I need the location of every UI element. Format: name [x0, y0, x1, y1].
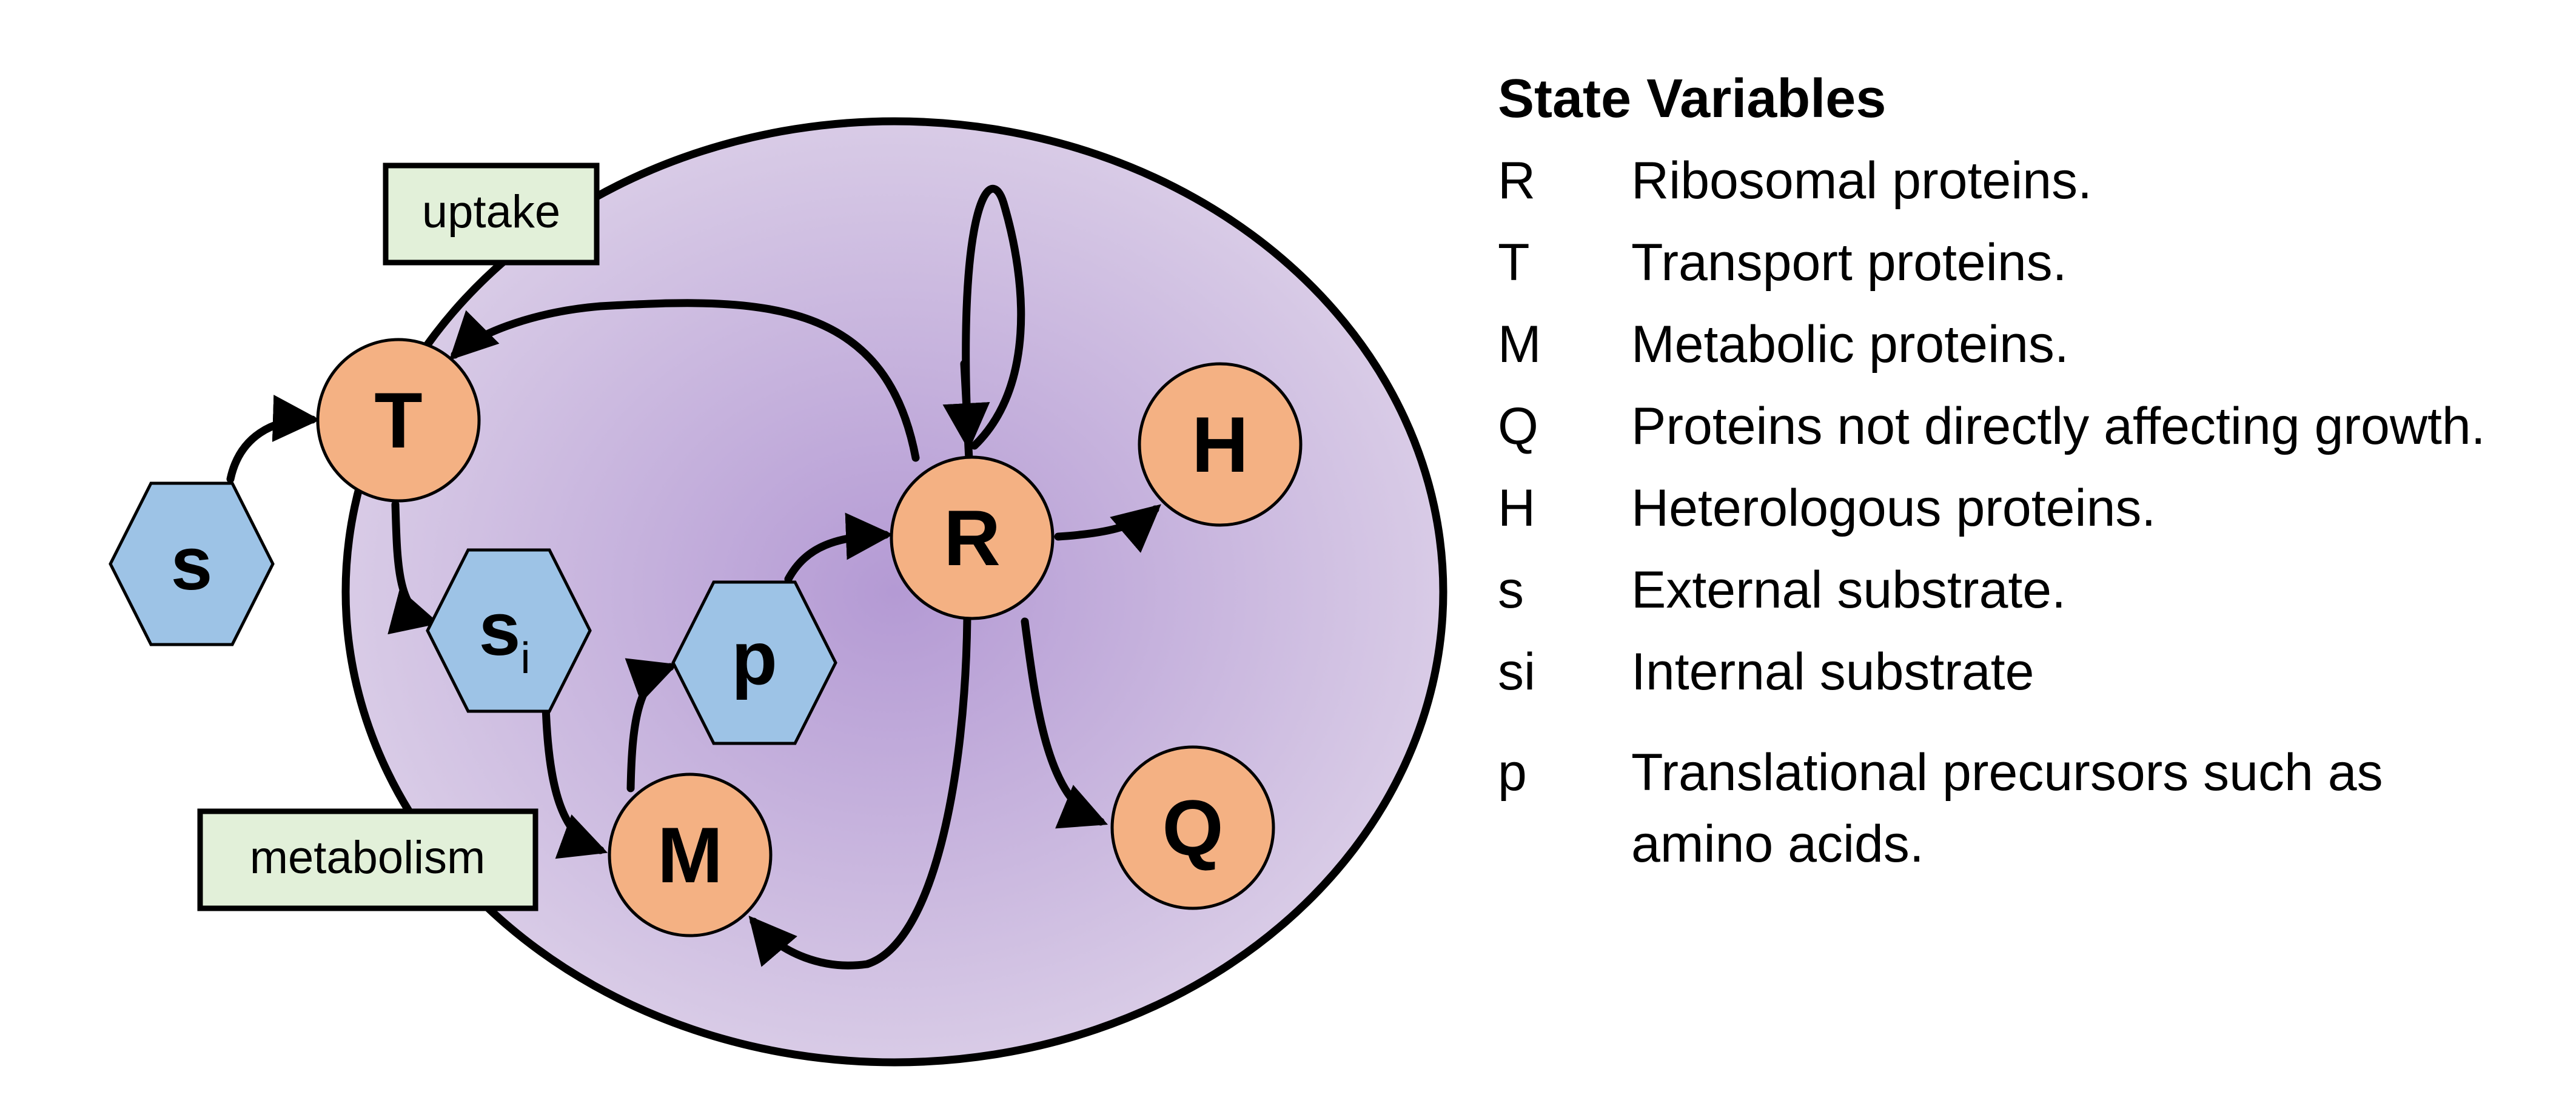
cell-diagram: uptake metabolism s si p T R H M Q	[109, 117, 1447, 1067]
node-p: p	[671, 580, 837, 745]
arrows	[226, 184, 1161, 970]
legend-key: M	[1498, 315, 1541, 374]
legend-key: Q	[1498, 397, 1538, 455]
node-H: H	[1138, 362, 1303, 527]
legend-desc: Transport proteins.	[1631, 233, 2067, 292]
svg-text:M: M	[657, 811, 723, 899]
arrow-s-to-T	[226, 395, 320, 483]
metabolism-box: metabolism	[197, 808, 538, 911]
node-si: si	[426, 548, 592, 713]
arrow-R-self-loop-head	[942, 360, 990, 451]
arrow-p-to-R	[784, 512, 893, 583]
legend-item-si: si Internal substrate	[1498, 636, 2529, 708]
metabolism-label: metabolism	[250, 832, 486, 883]
legend-item-H: H Heterologous proteins.	[1498, 472, 2529, 544]
legend-key: s	[1498, 561, 1524, 619]
svg-text:Q: Q	[1162, 783, 1223, 872]
legend-item-s: s External substrate.	[1498, 554, 2529, 626]
legend-desc: Translational precursors such as amino a…	[1631, 743, 2383, 873]
legend-item-M: M Metabolic proteins.	[1498, 309, 2529, 380]
legend-item-R: R Ribosomal proteins.	[1498, 145, 2529, 216]
node-s: s	[109, 481, 275, 646]
svg-text:s: s	[171, 522, 213, 606]
arrow-R-to-T	[449, 299, 920, 462]
node-si-label: si	[479, 588, 531, 683]
legend-desc: Proteins not directly affecting growth.	[1631, 397, 2486, 455]
legend-key: si	[1498, 643, 1536, 701]
legend-desc: Metabolic proteins.	[1631, 315, 2069, 374]
arrow-R-self-loop	[962, 184, 1025, 483]
legend-item-T: T Transport proteins.	[1498, 227, 2529, 298]
arrow-si-to-M	[542, 702, 608, 859]
legend-desc: Internal substrate	[1631, 643, 2034, 701]
legend-key: T	[1498, 233, 1530, 292]
node-Q: Q	[1110, 745, 1275, 910]
svg-text:H: H	[1192, 400, 1249, 489]
arrow-R-to-M	[748, 614, 971, 970]
legend-item-p: p Translational precursors such as amino…	[1498, 737, 2529, 880]
arrow-M-to-p	[625, 658, 678, 793]
legend-title: State Variables	[1498, 69, 1887, 129]
node-M: M	[608, 773, 773, 937]
legend-key: H	[1498, 479, 1536, 537]
svg-text:T: T	[374, 376, 422, 464]
legend-item-Q: Q Proteins not directly affecting growth…	[1498, 390, 2529, 462]
state-variables-legend: State Variables R Ribosomal proteins. T …	[1498, 64, 2529, 890]
legend-desc: Ribosomal proteins.	[1631, 152, 2093, 210]
node-T: T	[316, 338, 481, 503]
uptake-box: uptake	[383, 163, 600, 266]
legend-key: R	[1498, 152, 1536, 210]
legend-desc: External substrate.	[1631, 561, 2067, 619]
legend-key: p	[1498, 743, 1527, 802]
node-R: R	[890, 455, 1055, 620]
arrow-R-to-Q	[1021, 617, 1109, 829]
uptake-label: uptake	[422, 186, 560, 238]
legend-desc: Heterologous proteins.	[1631, 479, 2156, 537]
svg-text:p: p	[731, 617, 777, 700]
arrow-T-to-si	[387, 500, 440, 635]
svg-text:R: R	[944, 494, 1001, 582]
arrow-R-to-H	[1054, 504, 1161, 553]
